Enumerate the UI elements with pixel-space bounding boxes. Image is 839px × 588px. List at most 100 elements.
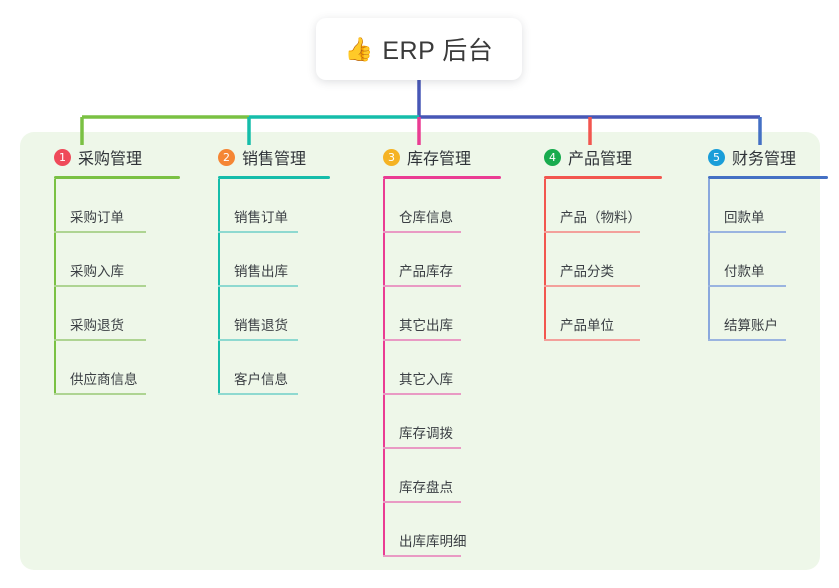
branch-spine [383,179,385,557]
leaf-item-label: 客户信息 [234,372,288,387]
branch-column: 2 销售管理销售订单销售出库销售退货客户信息 [202,144,352,395]
leaf-item-underline [54,339,146,341]
branch-title: 销售管理 [242,151,307,168]
branch-number-badge: 1 [54,148,71,166]
leaf-item[interactable]: 销售出库 [202,233,352,287]
leaf-item[interactable]: 付款单 [692,233,839,287]
branch-header[interactable]: 3 库存管理 [367,144,517,170]
branch-header[interactable]: 4 产品管理 [528,144,678,170]
leaf-item[interactable]: 销售退货 [202,287,352,341]
branch-leaf-list: 仓库信息产品库存其它出库其它入库库存调拨库存盘点出库库明细 [367,179,517,557]
leaf-item-label: 供应商信息 [70,372,138,387]
leaf-item[interactable]: 供应商信息 [38,341,188,395]
leaf-item[interactable]: 采购订单 [38,179,188,233]
leaf-item[interactable]: 仓库信息 [367,179,517,233]
leaf-item-label: 产品（物料） [560,210,641,225]
leaf-item-label: 销售退货 [234,318,288,333]
branch-column: 4 产品管理产品（物料） 产品分类产品单位 [528,144,678,341]
leaf-item[interactable]: 采购入库 [38,233,188,287]
branches-panel [20,132,820,570]
leaf-item-label: 产品库存 [399,264,453,279]
leaf-item-underline [383,447,461,449]
leaf-item-label: 销售出库 [234,264,288,279]
leaf-item-label: 其它出库 [399,318,453,333]
leaf-item[interactable]: 回款单 [692,179,839,233]
leaf-item-label: 采购退货 [70,318,124,333]
leaf-item-label: 仓库信息 [399,210,453,225]
branch-spine [54,179,56,395]
leaf-item-underline [54,231,146,233]
branch-column: 3 库存管理仓库信息产品库存其它出库其它入库库存调拨库存盘点出库库明细 [367,144,517,557]
leaf-item-label: 结算账户 [724,318,778,333]
leaf-item-label: 产品单位 [560,318,614,333]
leaf-item-label: 产品分类 [560,264,614,279]
branch-title: 产品管理 [568,151,633,168]
leaf-item[interactable]: 产品分类 [528,233,678,287]
branch-number-badge: 2 [218,148,235,166]
leaf-item[interactable]: 采购退货 [38,287,188,341]
branch-leaf-list: 销售订单销售出库销售退货客户信息 [202,179,352,395]
leaf-item[interactable]: 产品（物料） [528,179,678,233]
leaf-item-underline [383,339,461,341]
branch-underline [54,176,180,179]
leaf-item[interactable]: 库存盘点 [367,449,517,503]
branch-leaf-list: 产品（物料） 产品分类产品单位 [528,179,678,341]
branch-title: 库存管理 [407,151,472,168]
branch-spine [708,179,710,341]
leaf-item-underline [544,339,640,341]
leaf-item[interactable]: 结算账户 [692,287,839,341]
branch-underline [544,176,662,179]
branch-title: 财务管理 [732,151,797,168]
branch-number-badge: 4 [544,148,561,166]
leaf-item-label: 库存盘点 [399,480,453,495]
leaf-item-underline [708,339,786,341]
root-node-label: ERP 后台 [382,37,494,65]
branch-leaf-list: 采购订单采购入库采购退货供应商信息 [38,179,188,395]
leaf-item-underline [383,555,461,557]
leaf-item[interactable]: 客户信息 [202,341,352,395]
leaf-item-underline [708,285,786,287]
leaf-item[interactable]: 其它出库 [367,287,517,341]
branch-leaf-list: 回款单付款单结算账户 [692,179,839,341]
leaf-item[interactable]: 产品单位 [528,287,678,341]
branch-underline [218,176,330,179]
leaf-item-underline [383,285,461,287]
leaf-item-underline [383,231,461,233]
leaf-item-underline [383,393,461,395]
leaf-item[interactable]: 库存调拨 [367,395,517,449]
leaf-item-label: 出库库明细 [399,534,467,549]
branch-underline [708,176,828,179]
leaf-item-underline [383,501,461,503]
leaf-item-underline [708,231,786,233]
leaf-item[interactable]: 其它入库 [367,341,517,395]
leaf-item[interactable]: 出库库明细 [367,503,517,557]
leaf-item-underline [218,339,298,341]
leaf-item-label: 库存调拨 [399,426,453,441]
leaf-item-underline [544,231,640,233]
branch-spine [544,179,546,341]
leaf-item-underline [54,285,146,287]
branch-header[interactable]: 2 销售管理 [202,144,352,170]
leaf-item-label: 付款单 [724,264,765,279]
branch-spine [218,179,220,395]
leaf-item-label: 销售订单 [234,210,288,225]
leaf-item-label: 采购订单 [70,210,124,225]
leaf-item-label: 其它入库 [399,372,453,387]
leaf-item-label: 回款单 [724,210,765,225]
leaf-item[interactable]: 销售订单 [202,179,352,233]
leaf-item-underline [54,393,146,395]
branch-number-badge: 3 [383,148,400,166]
thumbs-up-icon: 👍 [344,35,374,62]
leaf-item-underline [218,285,298,287]
leaf-item[interactable]: 产品库存 [367,233,517,287]
root-node[interactable]: 👍 ERP 后台 [316,18,522,80]
leaf-item-underline [218,231,298,233]
leaf-item-underline [544,285,640,287]
branch-underline [383,176,501,179]
